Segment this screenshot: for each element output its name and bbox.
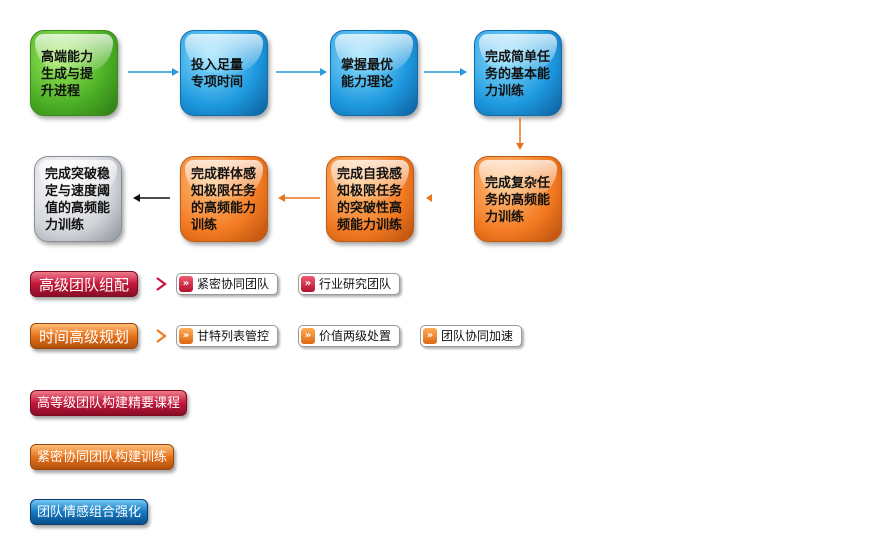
flow-step-label: 完成复杂任 务的高频能 力训练 (485, 175, 551, 225)
arrow-right-icon (128, 68, 179, 76)
flow-step-group-perception: 完成群体感 知极限任务 的高频能力 训练 (180, 156, 268, 242)
time-plan-tag: » 甘特列表管控 (176, 325, 279, 347)
arrow-right-icon (424, 68, 467, 76)
course-close-team: 紧密协同团队构建训练 (30, 444, 175, 470)
time-plan-tag: » 价值两级处置 (298, 325, 401, 347)
flow-step-complex: 完成复杂任 务的高频能 力训练 (474, 156, 562, 242)
team-config-tag: » 行业研究团队 (298, 273, 401, 295)
tag-label: 紧密协同团队 (197, 277, 270, 291)
arrow-left-icon (278, 194, 320, 202)
tag-label: 团队协同加速 (441, 329, 514, 343)
tag-label: 行业研究团队 (319, 277, 392, 291)
team-config-label: 高级团队组配 (30, 271, 139, 297)
chevron-right-icon (156, 277, 167, 291)
flow-step-threshold: 完成突破稳 定与速度阈 值的高频能 力训练 (34, 156, 122, 242)
arrow-left-icon (426, 194, 432, 202)
flow-step-theory: 掌握最优 能力理论 (330, 30, 418, 116)
flow-step-label: 完成群体感 知极限任务 的高频能力 训练 (191, 167, 257, 233)
tag-label: 价值两级处置 (319, 329, 392, 343)
double-chevron-icon: » (301, 276, 315, 292)
double-chevron-icon: » (301, 328, 315, 344)
double-chevron-icon: » (179, 328, 193, 344)
flow-step-time: 投入足量 专项时间 (180, 30, 268, 116)
arrow-right-icon (276, 68, 327, 76)
flow-step-label: 掌握最优 能力理论 (341, 58, 394, 90)
course-team-emotion: 团队情感组合强化 (30, 499, 149, 525)
flow-step-label: 完成突破稳 定与速度阈 值的高频能 力训练 (45, 167, 111, 233)
double-chevron-icon: » (423, 328, 437, 344)
flow-step-label: 投入足量 专项时间 (191, 58, 244, 90)
flow-step-label: 高端能力 生成与提 升进程 (41, 49, 94, 99)
tag-label: 甘特列表管控 (197, 329, 270, 343)
time-plan-tag: » 团队协同加速 (420, 325, 523, 347)
flow-step-start: 高端能力 生成与提 升进程 (30, 30, 118, 116)
arrow-down-icon (516, 118, 524, 150)
flow-step-label: 完成简单任 务的基本能 力训练 (485, 49, 551, 99)
double-chevron-icon: » (179, 276, 193, 292)
time-plan-label: 时间高级规划 (30, 323, 139, 349)
arrow-left-icon (133, 194, 170, 202)
flow-step-label: 完成自我感 知极限任务 的突破性高 频能力训练 (337, 167, 403, 233)
flow-step-basic: 完成简单任 务的基本能 力训练 (474, 30, 562, 116)
team-config-tag: » 紧密协同团队 (176, 273, 279, 295)
course-elite-team: 高等级团队构建精要课程 (30, 390, 188, 416)
chevron-right-icon (156, 329, 167, 343)
flow-step-self-perception: 完成自我感 知极限任务 的突破性高 频能力训练 (326, 156, 414, 242)
